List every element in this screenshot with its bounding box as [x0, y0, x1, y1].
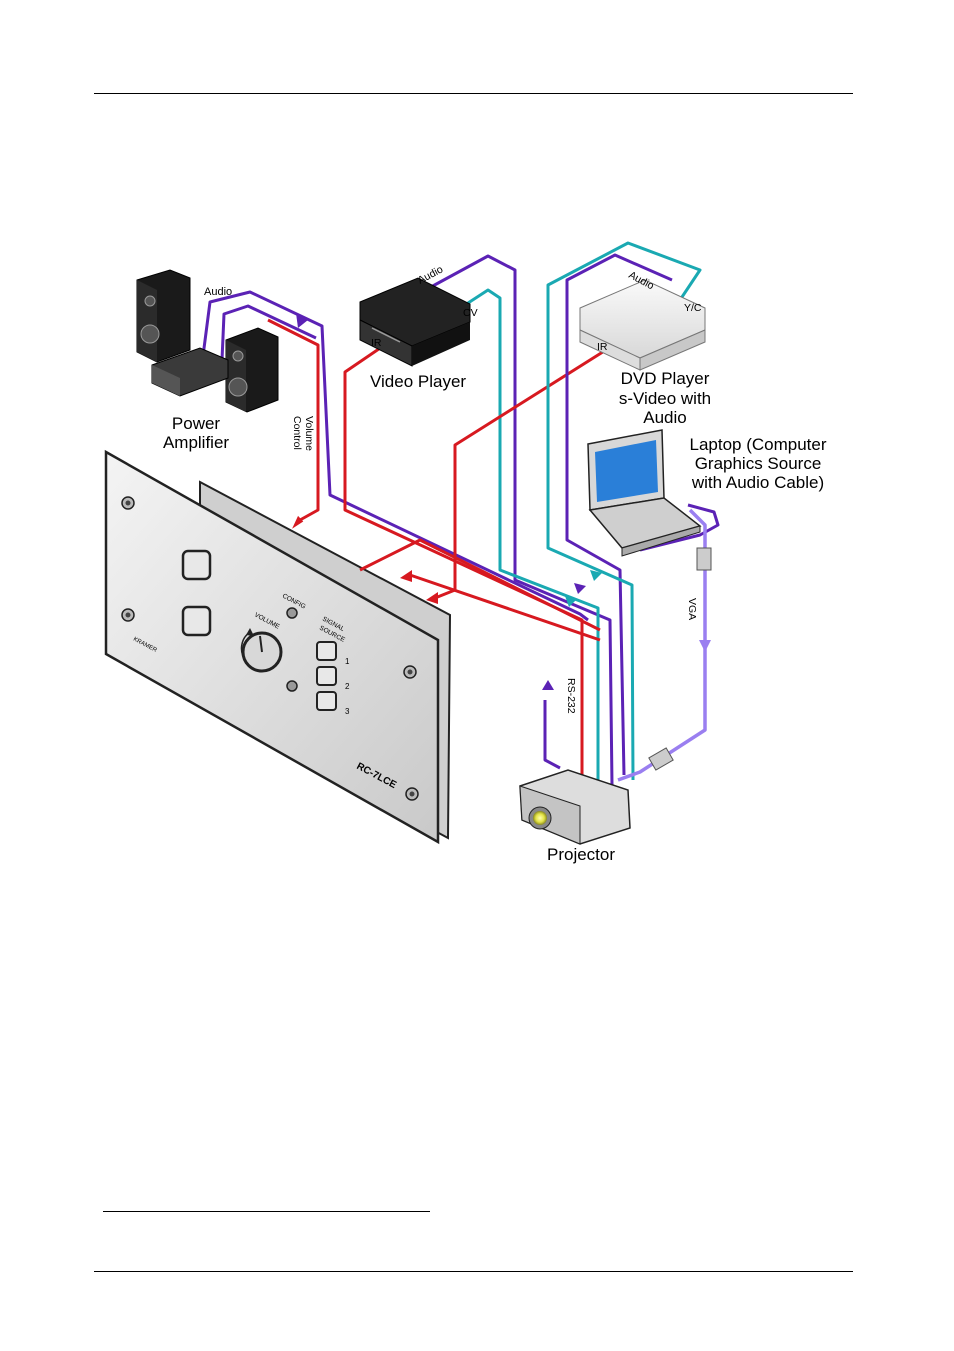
- label-laptop-line3: with Audio Cable): [691, 473, 824, 492]
- panel-source-number-2: 2: [345, 682, 350, 691]
- label-video-player-cv: CV: [463, 307, 478, 319]
- label-laptop-line1: Laptop (Computer: [689, 435, 826, 454]
- vga-connector: [649, 548, 711, 770]
- panel-source-number-3: 3: [345, 707, 350, 716]
- panel-source-number-1: 1: [345, 657, 350, 666]
- speaker-left: [137, 270, 190, 362]
- label-power-amplifier-line2: Amplifier: [163, 433, 229, 452]
- label-power-amplifier-line1: Power: [172, 414, 221, 433]
- label-projector: Projector: [547, 845, 615, 864]
- label-dvd-ir: IR: [597, 341, 608, 353]
- label-volume-control-line1: Volume: [303, 416, 315, 451]
- laptop-device: [588, 430, 700, 556]
- label-video-player-ir: IR: [371, 337, 382, 349]
- label-dvd-player-line1: DVD Player: [621, 369, 710, 388]
- projector-device: [520, 770, 630, 844]
- label-amp-audio: Audio: [204, 286, 232, 298]
- dvd-player-device: [580, 280, 705, 370]
- label-vga: VGA: [686, 598, 698, 620]
- label-laptop-line2: Graphics Source: [695, 454, 822, 473]
- label-rs232: RS-232: [565, 678, 577, 714]
- video-player-device: [360, 278, 470, 366]
- wall-plate: [106, 452, 450, 842]
- label-dvd-player-line3: Audio: [643, 408, 686, 427]
- label-dvd-player-line2: s-Video with: [619, 389, 711, 408]
- label-volume-control-line2: Control: [291, 416, 303, 450]
- label-dvd-yc: Y/C: [684, 302, 702, 314]
- label-video-player: Video Player: [370, 372, 466, 391]
- speaker-right: [226, 328, 278, 412]
